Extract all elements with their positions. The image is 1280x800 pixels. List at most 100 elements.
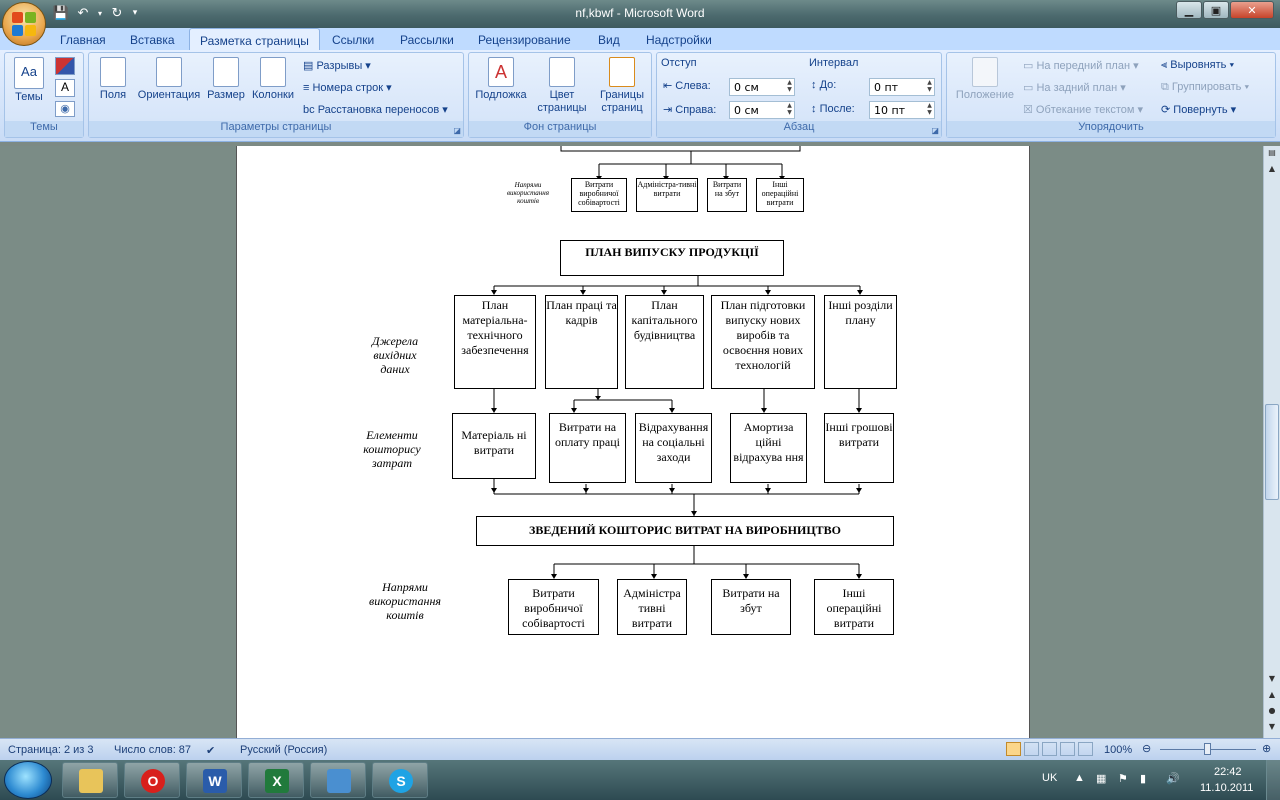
source-box-labor: План праці та кадрів bbox=[545, 295, 618, 389]
taskbar-excel[interactable]: X bbox=[248, 762, 304, 798]
save-icon[interactable]: 💾 bbox=[52, 5, 70, 21]
spacing-after-input[interactable]: 10 пт bbox=[869, 101, 935, 119]
position-button[interactable]: Положение bbox=[951, 57, 1019, 101]
undo-icon[interactable]: ↶ bbox=[77, 5, 89, 21]
rotate-button[interactable]: ⟳ Повернуть ▾ bbox=[1161, 104, 1237, 116]
breaks-label: Разрывы bbox=[316, 60, 363, 72]
send-back-button[interactable]: ▭ На задний план ▾ bbox=[1023, 82, 1126, 94]
line-numbers-button[interactable]: ≡ Номера строк ▾ bbox=[303, 82, 392, 94]
clock-date[interactable]: 11.10.2011 bbox=[1200, 782, 1254, 794]
theme-fonts-button[interactable]: A bbox=[55, 79, 75, 97]
language-indicator-tray[interactable]: UK bbox=[1042, 772, 1058, 784]
group-button[interactable]: ⧉ Группировать ▾ bbox=[1161, 81, 1250, 93]
vertical-scrollbar[interactable]: ▤ ▲ ▼ ▲ ● ▼ bbox=[1263, 146, 1280, 738]
page-count[interactable]: Страница: 2 из 3 bbox=[8, 744, 94, 756]
watermark-label: Подложка bbox=[475, 89, 527, 101]
draft-view-icon[interactable] bbox=[1078, 742, 1093, 756]
tab-view[interactable]: Вид bbox=[598, 33, 620, 47]
themes-button[interactable]: Aa Темы bbox=[11, 57, 47, 103]
customize-icon[interactable]: ▾ bbox=[132, 8, 138, 18]
summary-box: ЗВЕДЕНИЙ КОШТОРИС ВИТРАТ НА ВИРОБНИЦТВО bbox=[476, 516, 894, 546]
text-wrap-button[interactable]: ☒ Обтекание текстом ▾ bbox=[1023, 104, 1144, 116]
indent-left-input[interactable]: 0 см bbox=[729, 78, 795, 96]
clock-time[interactable]: 22:42 bbox=[1214, 766, 1242, 778]
browse-object-icon[interactable]: ● bbox=[1268, 706, 1276, 715]
show-desktop-button[interactable] bbox=[1266, 760, 1280, 800]
theme-colors-button[interactable] bbox=[55, 57, 75, 75]
scroll-down-icon[interactable]: ▼ bbox=[1268, 674, 1276, 683]
spacing-before-input[interactable]: 0 пт bbox=[869, 78, 935, 96]
taskbar-skype[interactable]: S bbox=[372, 762, 428, 798]
direction-box-sales: Витрати на збут bbox=[711, 579, 791, 635]
taskbar: O W X S UK ▲ ▦ ⚑ ▮ 🔊 22:42 11.10.2011 bbox=[0, 760, 1280, 800]
outline-view-icon[interactable] bbox=[1060, 742, 1075, 756]
tab-references[interactable]: Ссылки bbox=[332, 33, 375, 47]
position-icon bbox=[972, 57, 998, 87]
indent-right-input[interactable]: 0 см bbox=[729, 101, 795, 119]
columns-button[interactable]: Колонки bbox=[249, 57, 297, 101]
word-count[interactable]: Число слов: 87 bbox=[114, 744, 192, 756]
orientation-button[interactable]: Ориентация bbox=[135, 57, 203, 101]
maximize-button[interactable]: ▣ bbox=[1203, 1, 1229, 19]
zoom-level[interactable]: 100% bbox=[1104, 744, 1133, 756]
line-numbers-icon: ≡ bbox=[303, 82, 313, 94]
hyphenation-button[interactable]: bc Расстановка переносов ▾ bbox=[303, 104, 448, 116]
window-controls: ▁ ▣ ✕ bbox=[1176, 1, 1274, 19]
zoom-out-icon[interactable]: ⊖ bbox=[1142, 743, 1152, 755]
undo-dropdown-icon[interactable]: ▾ bbox=[97, 8, 102, 18]
scroll-up-icon[interactable]: ▲ bbox=[1268, 164, 1276, 173]
tab-page-layout[interactable]: Разметка страницы bbox=[189, 28, 320, 50]
prev-page-icon[interactable]: ▲ bbox=[1268, 690, 1276, 699]
hyphenation-icon: bc bbox=[303, 104, 318, 116]
bring-front-button[interactable]: ▭ На передний план ▾ bbox=[1023, 60, 1139, 72]
watermark-button[interactable]: A Подложка bbox=[473, 57, 529, 101]
office-button[interactable] bbox=[2, 2, 46, 46]
language-indicator[interactable]: Русский (Россия) bbox=[240, 744, 328, 756]
print-layout-view-icon[interactable] bbox=[1006, 742, 1021, 756]
battery-icon[interactable]: ▮ bbox=[1140, 773, 1147, 785]
page-setup-dialog-launcher[interactable]: ◪ bbox=[453, 126, 461, 135]
control-panel-icon bbox=[327, 769, 351, 793]
zoom-in-icon[interactable]: ⊕ bbox=[1262, 743, 1272, 755]
spellcheck-icon[interactable]: ✔ bbox=[206, 745, 216, 757]
zoom-slider-thumb[interactable] bbox=[1204, 743, 1211, 755]
tab-mailings[interactable]: Рассылки bbox=[400, 33, 454, 47]
orientation-label: Ориентация bbox=[137, 89, 201, 101]
redo-icon[interactable]: ↻ bbox=[111, 5, 123, 21]
taskbar-control-panel[interactable] bbox=[310, 762, 366, 798]
tab-home[interactable]: Главная bbox=[60, 33, 106, 47]
themes-label: Темы bbox=[15, 91, 43, 103]
full-screen-view-icon[interactable] bbox=[1024, 742, 1039, 756]
ruler-toggle-icon[interactable]: ▤ bbox=[1268, 148, 1276, 157]
tab-review[interactable]: Рецензирование bbox=[478, 33, 571, 47]
margins-button[interactable]: Поля bbox=[95, 57, 131, 101]
size-button[interactable]: Размер bbox=[207, 57, 245, 101]
status-bar: Страница: 2 из 3 Число слов: 87 ✔ Русски… bbox=[0, 738, 1280, 760]
align-button[interactable]: ⫷ Выровнять ▾ bbox=[1161, 59, 1235, 71]
tab-addins[interactable]: Надстройки bbox=[646, 33, 712, 47]
element-box-social: Відрахування на соціальні заходи bbox=[635, 413, 712, 483]
action-center-icon[interactable]: ⚑ bbox=[1118, 773, 1128, 785]
page-color-button[interactable]: Цвет страницы bbox=[531, 57, 593, 115]
scroll-thumb[interactable] bbox=[1265, 404, 1279, 500]
taskbar-opera[interactable]: O bbox=[124, 762, 180, 798]
network-icon[interactable]: ▦ bbox=[1096, 773, 1107, 785]
tab-insert[interactable]: Вставка bbox=[130, 33, 175, 47]
spacing-before-icon: ↕ bbox=[811, 79, 820, 91]
close-button[interactable]: ✕ bbox=[1230, 1, 1274, 19]
start-button[interactable] bbox=[4, 761, 52, 799]
taskbar-word[interactable]: W bbox=[186, 762, 242, 798]
page-borders-button[interactable]: Границы страниц bbox=[595, 57, 649, 115]
show-hidden-icons-icon[interactable]: ▲ bbox=[1074, 772, 1085, 784]
next-page-icon[interactable]: ▼ bbox=[1268, 722, 1276, 731]
element-box-depreciation: Амортиза ційні відрахува ння bbox=[730, 413, 807, 483]
breaks-button[interactable]: ▤ Разрывы ▾ bbox=[303, 60, 371, 72]
web-layout-view-icon[interactable] bbox=[1042, 742, 1057, 756]
minimize-button[interactable]: ▁ bbox=[1176, 1, 1202, 19]
taskbar-explorer[interactable] bbox=[62, 762, 118, 798]
send-back-icon: ▭ bbox=[1023, 82, 1037, 94]
text-wrap-label: Обтекание текстом bbox=[1035, 104, 1135, 116]
paragraph-dialog-launcher[interactable]: ◪ bbox=[931, 126, 939, 135]
volume-icon[interactable]: 🔊 bbox=[1166, 773, 1180, 785]
theme-effects-button[interactable]: ◉ bbox=[55, 101, 75, 117]
